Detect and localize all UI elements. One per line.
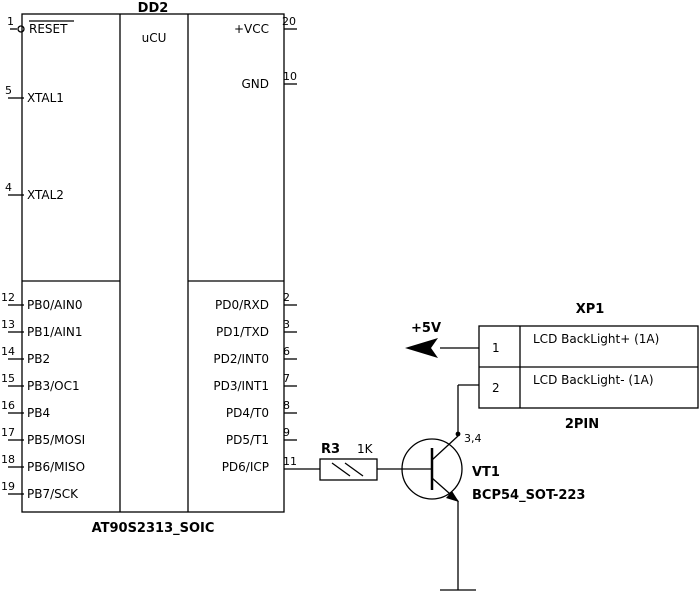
svg-text:PD2/INT0: PD2/INT0 [213,352,269,366]
svg-text:PB7/SCK: PB7/SCK [27,487,79,501]
svg-text:PB0/AIN0: PB0/AIN0 [27,298,83,312]
svg-text:PD5/T1: PD5/T1 [226,433,269,447]
svg-text:8: 8 [283,399,290,412]
svg-text:15: 15 [1,372,15,385]
chip-left-pin-pb4: 16 PB4 [1,399,50,420]
chip-ref-label: DD2 [138,1,169,16]
chip-left-pin-xtal1: 5 XTAL1 [5,84,64,105]
chip-right-pin-pd1: PD1/TXD 3 [216,318,297,339]
chip-left-pin-pb7: 19 PB7/SCK [1,480,79,501]
chip-right-pin-pd6: PD6/ICP 11 [222,455,297,474]
svg-text:3: 3 [283,318,290,331]
svg-text:RESET: RESET [29,22,68,36]
resistor-r3 [319,458,378,481]
chip-left-pin-reset: 1 RESET [7,15,74,36]
svg-text:12: 12 [1,291,15,304]
svg-text:PD3/INT1: PD3/INT1 [213,379,269,393]
chip-right-pin-pd4: PD4/T0 8 [226,399,297,420]
svg-text:6: 6 [283,345,290,358]
svg-text:PD4/T0: PD4/T0 [226,406,269,420]
chip-left-pin-pb2: 14 PB2 [1,345,50,366]
svg-text:2: 2 [283,291,290,304]
chip-left-pin-pb5: 17 PB5/MOSI [1,426,85,447]
connector-type-label: 2PIN [565,417,599,432]
svg-text:5: 5 [5,84,12,97]
svg-text:4: 4 [5,181,12,194]
junction-dot [455,431,461,437]
svg-text:18: 18 [1,453,15,466]
svg-text:PB6/MISO: PB6/MISO [27,460,85,474]
svg-text:13: 13 [1,318,15,331]
resistor-ref-label: R3 [321,442,340,457]
svg-text:GND: GND [241,77,269,91]
svg-text:PD6/ICP: PD6/ICP [222,460,269,474]
connector-ref-label: XP1 [576,302,605,317]
svg-text:PB4: PB4 [27,406,50,420]
connector-xp1 [478,325,699,409]
transistor-vt1 [401,435,463,502]
svg-text:20: 20 [282,15,296,28]
svg-text:PB5/MOSI: PB5/MOSI [27,433,85,447]
chip-right-pin-pd2: PD2/INT0 6 [213,345,297,366]
chip-type-label: uCU [142,31,167,45]
power-label: +5V [411,321,441,336]
svg-text:17: 17 [1,426,15,439]
connector-pin1-num: 1 [492,341,500,355]
svg-text:PB1/AIN1: PB1/AIN1 [27,325,83,339]
power-arrow-icon [405,338,479,358]
chip-right-pin-pd3: PD3/INT1 7 [213,372,297,393]
transistor-pins-label: 3,4 [464,432,482,445]
connector-pin1-label: LCD BackLight+ (1A) [533,332,659,346]
svg-text:PB2: PB2 [27,352,50,366]
chip-left-pin-pb3: 15 PB3/OC1 [1,372,80,393]
chip-left-pin-pb1: 13 PB1/AIN1 [1,318,83,339]
svg-text:XTAL1: XTAL1 [27,91,64,105]
svg-text:PD1/TXD: PD1/TXD [216,325,269,339]
svg-text:XTAL2: XTAL2 [27,188,64,202]
chip-part-label: AT90S2313_SOIC [92,521,215,536]
chip-right-pin-pd5: PD5/T1 9 [226,426,297,447]
svg-text:16: 16 [1,399,15,412]
svg-text:10: 10 [283,70,297,83]
svg-text:19: 19 [1,480,15,493]
chip-body [21,13,285,513]
svg-text:PB3/OC1: PB3/OC1 [27,379,80,393]
svg-text:7: 7 [283,372,290,385]
svg-text:11: 11 [283,455,297,468]
chip-left-pin-pb6: 18 PB6/MISO [1,453,85,474]
svg-text:PD0/RXD: PD0/RXD [215,298,269,312]
svg-text:+VCC: +VCC [234,22,269,36]
connector-pin2-num: 2 [492,381,500,395]
chip-left-pin-pb0: 12 PB0/AIN0 [1,291,83,312]
svg-text:9: 9 [283,426,290,439]
chip-left-pin-xtal2: 4 XTAL2 [5,181,64,202]
transistor-ref-label: VT1 [472,465,500,480]
svg-text:1: 1 [7,15,14,28]
chip-right-pin-gnd: GND 10 [241,70,297,91]
chip-right-pin-pd0: PD0/RXD 2 [215,291,297,312]
connector-pin2-label: LCD BackLight- (1A) [533,373,654,387]
chip-right-pin-vcc: +VCC 20 [234,15,297,36]
resistor-value-label: 1K [357,442,374,456]
svg-text:14: 14 [1,345,15,358]
transistor-part-label: BCP54_SOT-223 [472,488,585,503]
